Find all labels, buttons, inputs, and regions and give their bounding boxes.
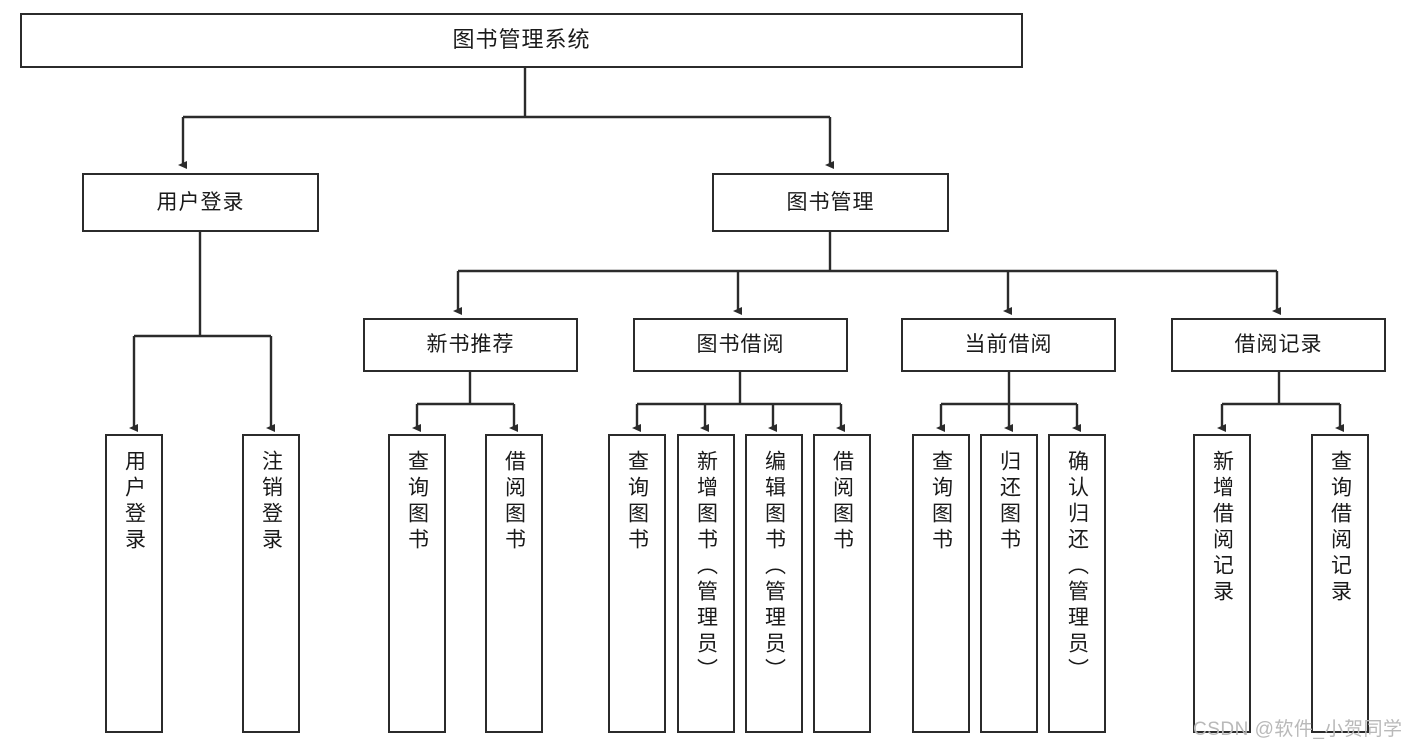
node-new-book-recommend[interactable]: 新书推荐	[363, 318, 578, 372]
node-label: 用户登录	[122, 450, 146, 554]
node-user-login[interactable]: 用户登录	[82, 173, 319, 232]
node-label: 当前借阅	[964, 333, 1053, 357]
node-label: 图书管理	[786, 190, 875, 214]
node-label: 编辑图书（管理员）	[762, 450, 786, 684]
leaf-user-login-logout[interactable]: 注销登录	[242, 434, 300, 733]
leaf-borrow-record-add-record[interactable]: 新增借阅记录	[1193, 434, 1251, 733]
leaf-current-borrow-confirm-return-admin[interactable]: 确认归还（管理员）	[1048, 434, 1106, 733]
leaf-book-borrow-edit-book-admin[interactable]: 编辑图书（管理员）	[745, 434, 803, 733]
node-label: 用户登录	[156, 190, 245, 214]
node-label: 查询图书	[625, 450, 649, 554]
node-book-management[interactable]: 图书管理	[712, 173, 949, 232]
leaf-new-book-borrow-book[interactable]: 借阅图书	[485, 434, 543, 733]
node-label: 注销登录	[259, 450, 283, 554]
leaf-book-borrow-add-book-admin[interactable]: 新增图书（管理员）	[677, 434, 735, 733]
leaf-current-borrow-return-book[interactable]: 归还图书	[980, 434, 1038, 733]
node-root-book-management-system[interactable]: 图书管理系统	[20, 13, 1023, 68]
node-label: 归还图书	[997, 450, 1021, 554]
node-label: 新增借阅记录	[1210, 450, 1234, 606]
node-label: 图书借阅	[696, 333, 785, 357]
leaf-user-login-login[interactable]: 用户登录	[105, 434, 163, 733]
node-label: 查询图书	[929, 450, 953, 554]
csdn-watermark: CSDN @软件_小贺同学	[1193, 719, 1403, 740]
node-label: 借阅图书	[830, 450, 854, 554]
node-label: 查询图书	[405, 450, 429, 554]
node-label: 确认归还（管理员）	[1065, 450, 1089, 684]
node-book-borrow[interactable]: 图书借阅	[633, 318, 848, 372]
leaf-new-book-query-book[interactable]: 查询图书	[388, 434, 446, 733]
node-current-borrow[interactable]: 当前借阅	[901, 318, 1116, 372]
node-borrow-record[interactable]: 借阅记录	[1171, 318, 1386, 372]
leaf-borrow-record-query-record[interactable]: 查询借阅记录	[1311, 434, 1369, 733]
node-label: 新书推荐	[426, 333, 515, 357]
leaf-book-borrow-borrow-book[interactable]: 借阅图书	[813, 434, 871, 733]
node-label: 查询借阅记录	[1328, 450, 1352, 606]
node-label: 借阅图书	[502, 450, 526, 554]
leaf-book-borrow-query-book[interactable]: 查询图书	[608, 434, 666, 733]
node-label: 借阅记录	[1234, 333, 1323, 357]
leaf-current-borrow-query-book[interactable]: 查询图书	[912, 434, 970, 733]
node-label: 新增图书（管理员）	[694, 450, 718, 684]
node-label: 图书管理系统	[452, 27, 591, 53]
